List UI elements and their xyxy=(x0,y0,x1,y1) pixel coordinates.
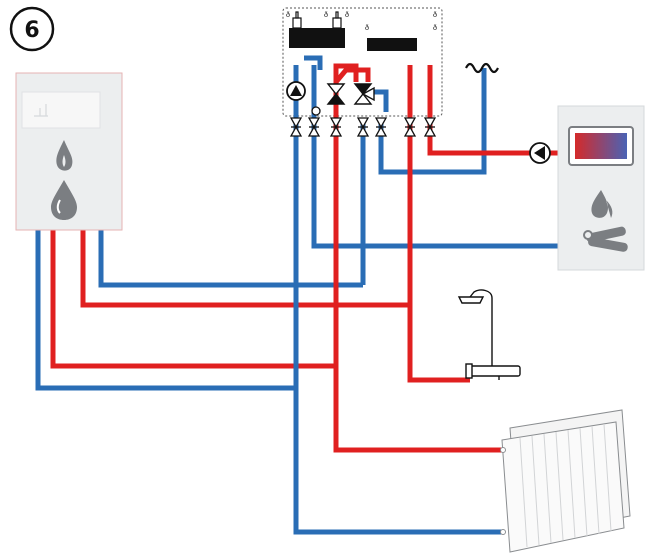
gas-boiler xyxy=(15,72,123,231)
mixing-valve-icon xyxy=(326,83,375,105)
pipe-top-cold-a xyxy=(304,55,323,70)
pipes xyxy=(35,55,558,535)
isolation-valve-icon xyxy=(423,117,437,137)
isolation-valve-icon xyxy=(289,117,303,137)
pipe-top-hot-b xyxy=(334,67,371,84)
boiler-panel-mark xyxy=(34,104,48,117)
manifold-group-box xyxy=(282,7,443,117)
pipe-boiler-outer-cold xyxy=(35,228,296,391)
shower xyxy=(457,289,521,380)
circulation-pump xyxy=(529,142,551,164)
svg-text:ð: ð xyxy=(433,24,437,32)
thermometer-icon xyxy=(311,106,321,116)
isolation-valve-icon xyxy=(329,117,343,137)
pipe-manifold-cold-4 xyxy=(378,68,487,175)
pipe-boiler-inner-hot xyxy=(80,228,410,308)
svg-text:ð: ð xyxy=(286,11,290,19)
isolation-valve-icon xyxy=(356,117,370,137)
step-number: 6 xyxy=(24,18,39,43)
pipe-manifold-hot-3 xyxy=(427,65,558,156)
manifold-header-left xyxy=(289,28,345,48)
air-vent-wave-icon xyxy=(465,62,499,74)
isolation-valve-icon xyxy=(403,117,417,137)
pipe-top-hot-a xyxy=(333,63,359,82)
manifold-pump-icon xyxy=(286,81,306,101)
pipe-boiler-outer-hot xyxy=(50,228,336,369)
shower-icon xyxy=(469,289,493,376)
svg-text:ð: ð xyxy=(324,11,328,19)
svg-text:ð: ð xyxy=(365,24,369,32)
svg-text:ð: ð xyxy=(345,11,349,19)
boiler-control-panel xyxy=(21,91,101,129)
isolation-valve-icon xyxy=(374,117,388,137)
pipe-manifold-hot-1 xyxy=(333,75,502,453)
radiator xyxy=(500,409,631,553)
step-badge: 6 xyxy=(9,6,55,52)
pipe-manifold-cold-1 xyxy=(293,65,502,535)
manifold-header-right xyxy=(367,38,417,51)
wood-stove xyxy=(557,105,645,271)
air-vent-icon xyxy=(292,11,342,29)
svg-text:ð: ð xyxy=(433,11,437,19)
isolation-valves xyxy=(289,117,437,137)
pipe-boiler-inner-cold xyxy=(98,228,363,288)
pipe-top-cold-b xyxy=(370,89,389,112)
flame-icon xyxy=(56,140,73,171)
isolation-valve-icon xyxy=(307,117,321,137)
fire-wood-icon xyxy=(591,190,613,218)
pipe-manifold-hot-2 xyxy=(407,65,470,383)
